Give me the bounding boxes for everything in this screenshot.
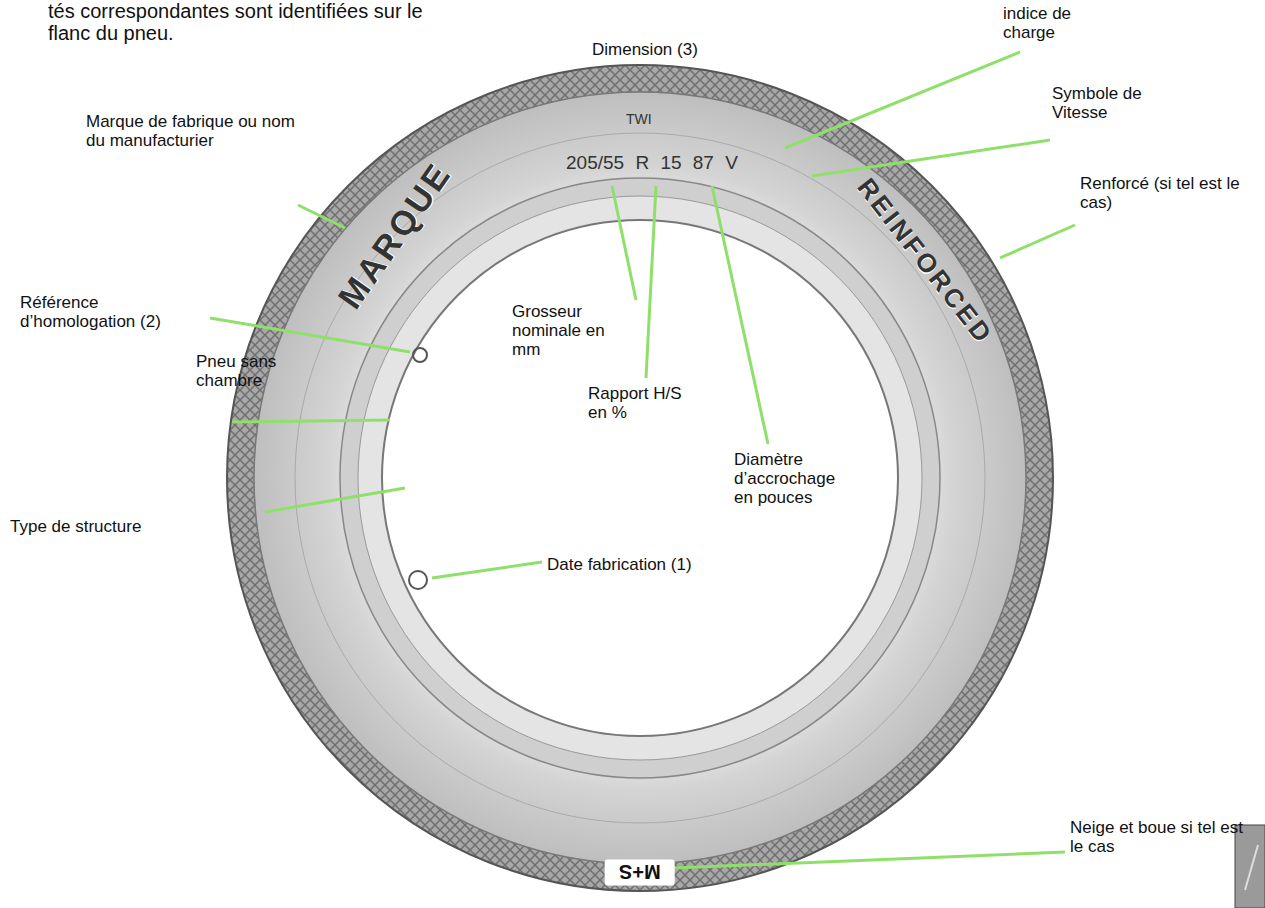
rim-diameter-label: Diamètre d’accrochage en pouces xyxy=(734,450,854,507)
leader-lines xyxy=(210,52,1075,869)
load-index-label: indice de charge xyxy=(1003,4,1103,42)
intro-text: tés correspondantes sont identifiées sur… xyxy=(48,0,443,45)
homologation-label: Référence d’homologation (2) xyxy=(20,293,215,331)
snow-mud-label: Neige et boue si tel est le cas xyxy=(1070,818,1255,856)
width-label: Grosseur nominale en mm xyxy=(512,302,612,359)
date-label: Date fabrication (1) xyxy=(547,555,692,574)
aspect-ratio-label: Rapport H/S en % xyxy=(588,384,688,422)
tubeless-label: Pneu sans chambre xyxy=(196,352,291,390)
tire-size-marking: 205/55 R 15 87 V xyxy=(566,152,738,173)
speed-symbol-label: Symbole de Vitesse xyxy=(1052,84,1152,122)
structure-label: Type de structure xyxy=(10,517,141,536)
brand-label: Marque de fabrique ou nom du manufacturi… xyxy=(86,112,301,150)
reinforced-label: Renforcé (si tel est le cas) xyxy=(1080,174,1262,212)
dimension-label: Dimension (3) xyxy=(592,40,698,59)
mud-snow-marking: M+S xyxy=(605,859,675,885)
tire-marking: TWI xyxy=(626,112,652,128)
